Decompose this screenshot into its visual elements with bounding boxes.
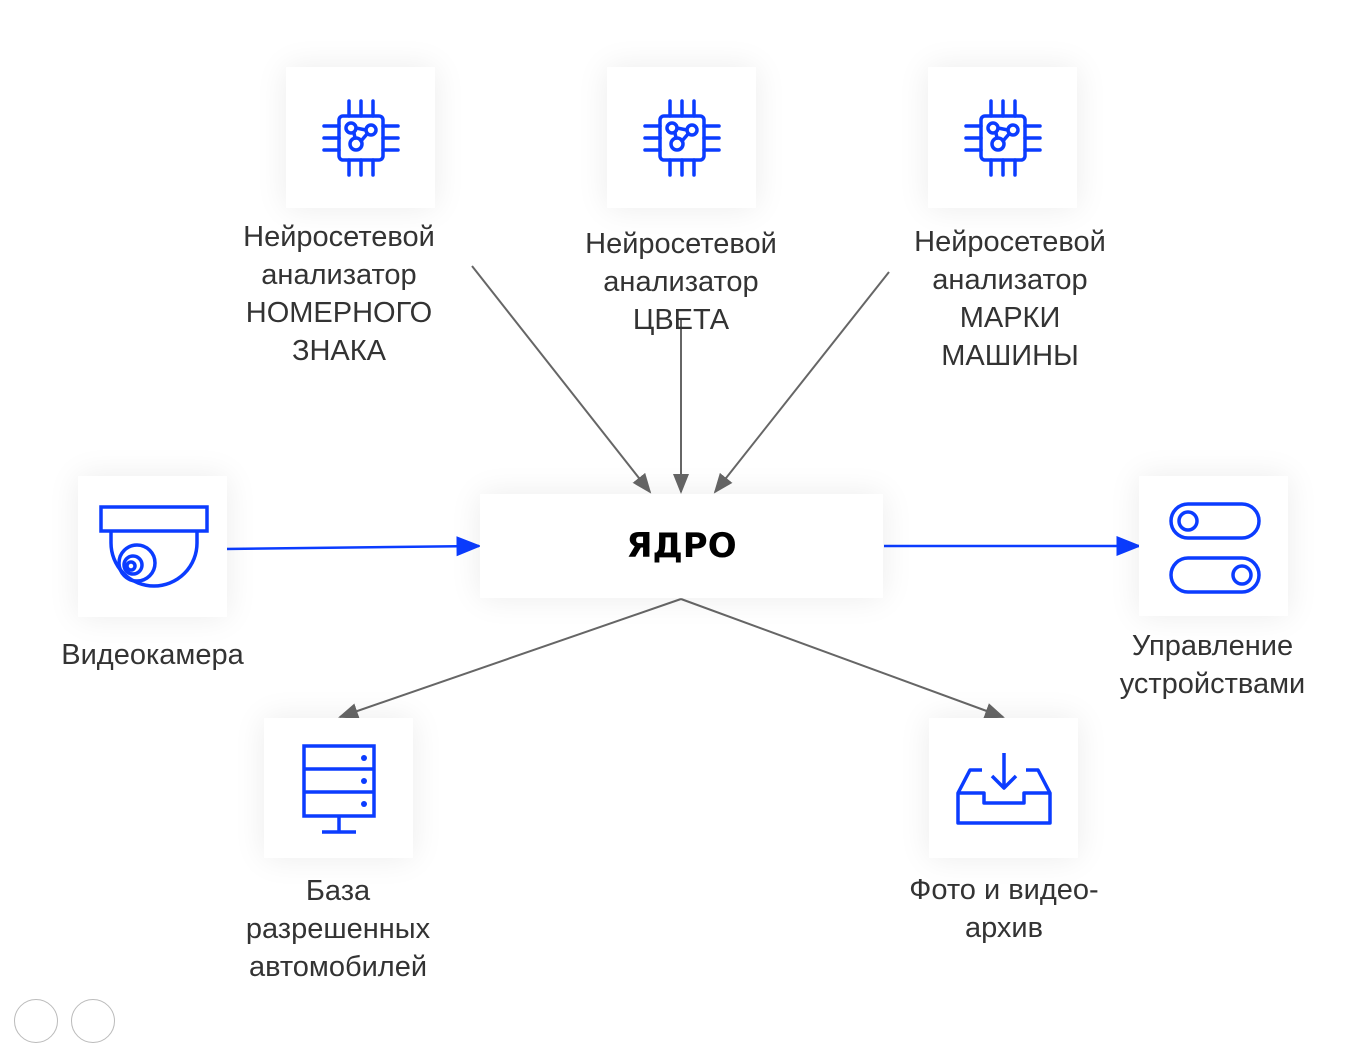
archive-card	[929, 718, 1078, 858]
device-control-card	[1139, 476, 1288, 616]
arrow-core-to-database	[338, 598, 682, 719]
nav-button[interactable]	[71, 999, 115, 1043]
connection-arrows	[223, 265, 1142, 719]
chip-icon	[321, 98, 400, 177]
server-icon	[301, 744, 376, 834]
plate-analyzer-card	[286, 67, 435, 208]
arrow-core-to-archive	[680, 598, 1005, 719]
plate-analyzer-label: Нейросетевой анализатор НОМЕРНОГО ЗНАКА	[243, 221, 435, 367]
database-card	[264, 718, 413, 858]
chip-icon	[963, 98, 1042, 177]
inbox-download-icon	[955, 753, 1052, 825]
color-analyzer-label: Нейросетевой анализатор ЦВЕТА	[585, 228, 777, 336]
brand-analyzer-label: Нейросетевой анализатор МАРКИ МАШИНЫ	[914, 226, 1106, 372]
nav-button[interactable]	[14, 999, 58, 1043]
core-box: ЯДРО	[480, 494, 883, 598]
database-label: База разрешенных автомобилей	[245, 875, 431, 983]
brand-analyzer-card	[928, 67, 1077, 208]
camera-card	[78, 476, 227, 617]
chip-icon	[642, 98, 721, 177]
arrow-camera-to-core	[223, 536, 482, 557]
color-analyzer-card	[607, 67, 756, 208]
device-control-label: Управление устройствами	[1119, 630, 1306, 700]
core-label: ЯДРО	[626, 526, 737, 566]
archive-label: Фото и видео- архив	[909, 874, 1099, 944]
camera-icon	[98, 504, 209, 588]
camera-label: Видеокамера	[61, 639, 244, 671]
arrow-brand-to-core	[713, 271, 890, 494]
toggle-icon	[1168, 502, 1261, 594]
arrow-plate-to-core	[471, 265, 652, 494]
